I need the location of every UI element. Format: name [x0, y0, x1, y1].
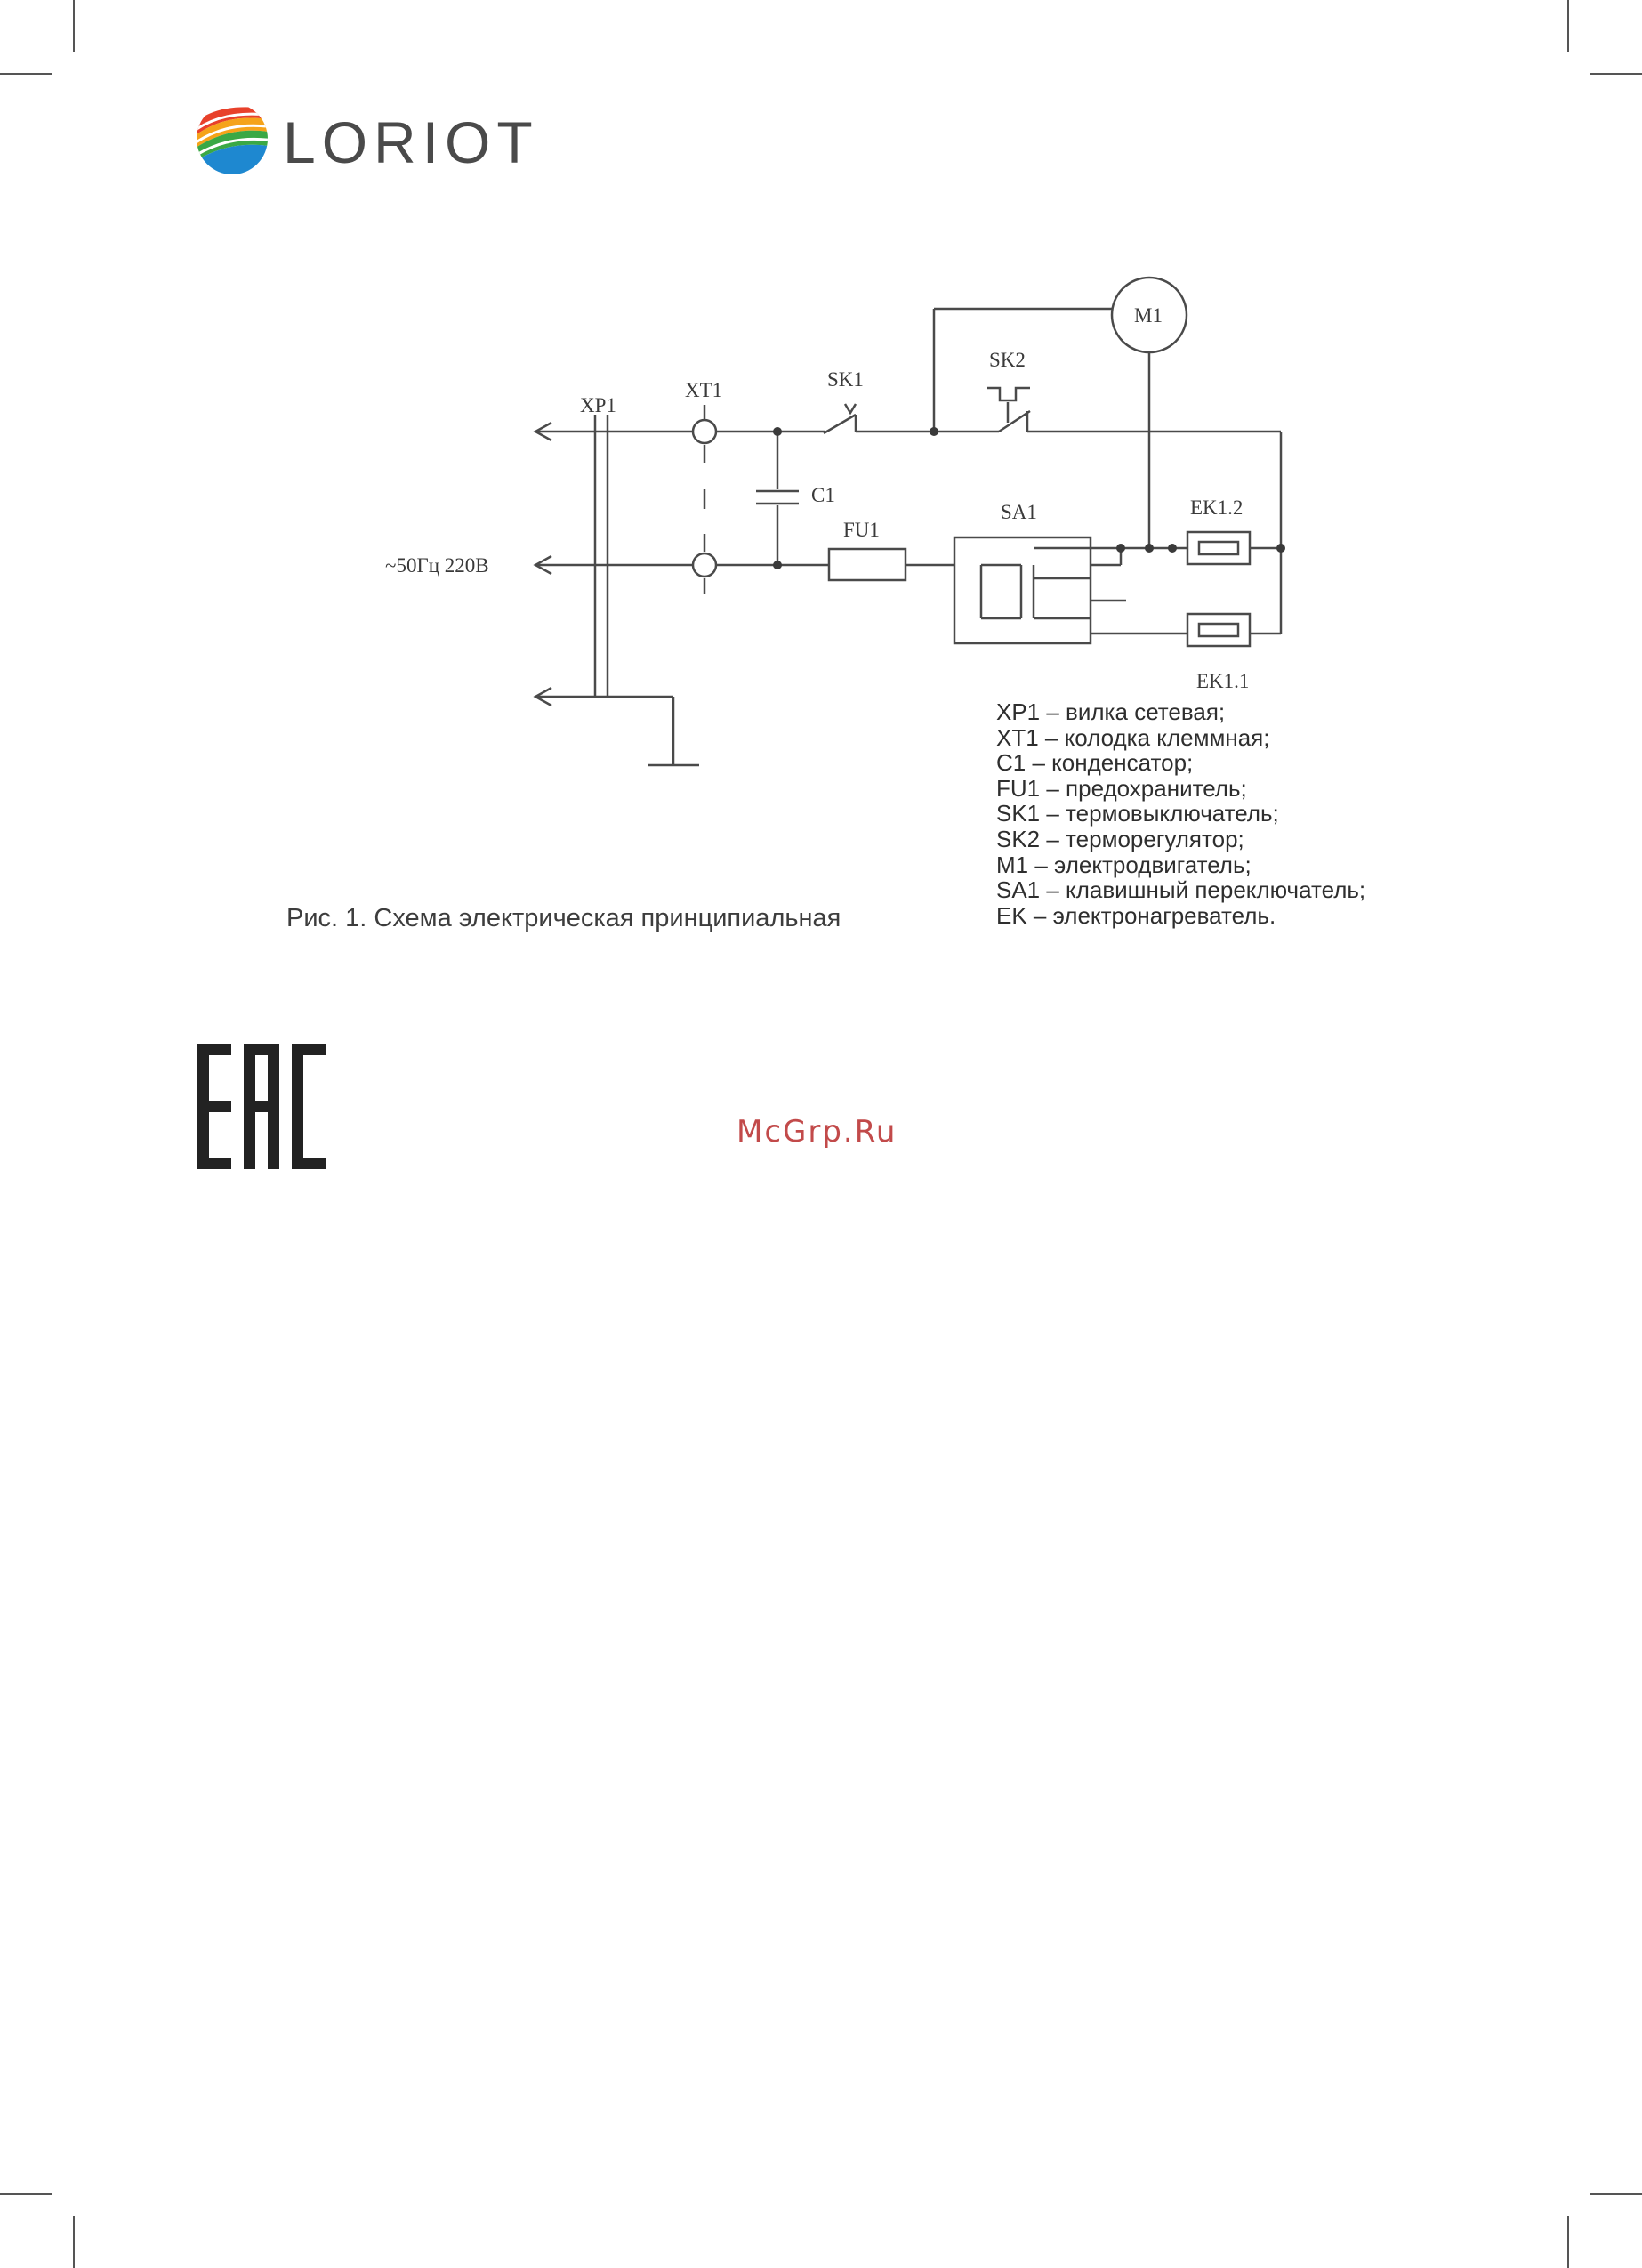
sk2-contact — [998, 409, 1031, 433]
crop-mark-top-left-h — [0, 73, 52, 75]
xt1-terminal-bottom — [691, 552, 718, 578]
junction-dot — [930, 427, 938, 436]
label-fu1: FU1 — [843, 519, 880, 541]
legend-item: M1 – электродвигатель; — [996, 851, 1252, 878]
crop-mark-top-right-h — [1590, 73, 1642, 75]
legend-item: FU1 – предохранитель; — [996, 774, 1247, 802]
label-m1: M1 — [1134, 304, 1163, 327]
label-sk2: SK2 — [989, 349, 1026, 371]
legend-item: SA1 – клавишный переключатель; — [996, 876, 1366, 904]
legend-item: SK2 – терморегулятор; — [996, 825, 1244, 852]
watermark: McGrp.Ru — [736, 1114, 897, 1150]
brand-swirl-icon — [197, 103, 268, 174]
legend-item: EK – электронагреватель. — [996, 901, 1276, 929]
sk1-thermal-mark — [843, 403, 857, 416]
crop-mark-bottom-left-h — [0, 2193, 52, 2195]
crop-mark-top-right-v — [1567, 0, 1569, 52]
label-sa1: SA1 — [1001, 501, 1037, 523]
label-ek12: EK1.2 — [1190, 496, 1243, 519]
sk2-thermostat-mark — [987, 386, 1030, 402]
junction-dot — [1116, 544, 1125, 553]
ek12-element — [1197, 540, 1240, 556]
legend-item: XP1 – вилка сетевая; — [996, 698, 1226, 725]
junction-dot — [773, 561, 782, 569]
figure-caption: Рис. 1. Схема электрическая принципиальн… — [286, 904, 841, 932]
component-legend: XP1 – вилка сетевая; XT1 – колодка клемм… — [996, 699, 1365, 928]
label-c1: C1 — [811, 484, 835, 506]
legend-item: C1 – конденсатор; — [996, 749, 1194, 777]
crop-mark-bottom-right-h — [1590, 2193, 1642, 2195]
brand-logo: LORIOT — [194, 101, 567, 181]
label-ek11: EK1.1 — [1196, 670, 1249, 692]
crop-mark-top-left-v — [73, 0, 75, 52]
label-sk1: SK1 — [827, 368, 864, 391]
label-supply: ~50Гц 220В — [385, 554, 489, 577]
label-xt1: XT1 — [685, 379, 722, 401]
fu1-fuse — [827, 547, 907, 582]
brand-name: LORIOT — [283, 109, 539, 175]
legend-item: SK1 – термовыключатель; — [996, 800, 1279, 827]
junction-dot — [1168, 544, 1177, 553]
label-xp1: XP1 — [580, 394, 616, 416]
xt1-terminal-top — [691, 418, 718, 445]
ek11-heater — [1186, 612, 1252, 648]
ek12-heater — [1186, 530, 1252, 566]
eac-mark-icon — [197, 1044, 326, 1169]
sk1-contact — [823, 413, 857, 435]
sa1-box — [953, 536, 1092, 645]
junction-dot — [773, 427, 782, 436]
electrical-schematic: XP1 XT1 SK1 SK2 M1 C1 FU1 SA1 EK1.2 EK1.… — [385, 276, 1285, 767]
legend-item: XT1 – колодка клеммная; — [996, 723, 1270, 751]
crop-mark-bottom-right-v — [1567, 2216, 1569, 2268]
junction-dot — [1276, 544, 1285, 553]
junction-dot — [1145, 544, 1154, 553]
ek11-element — [1197, 622, 1240, 638]
crop-mark-bottom-left-v — [73, 2216, 75, 2268]
